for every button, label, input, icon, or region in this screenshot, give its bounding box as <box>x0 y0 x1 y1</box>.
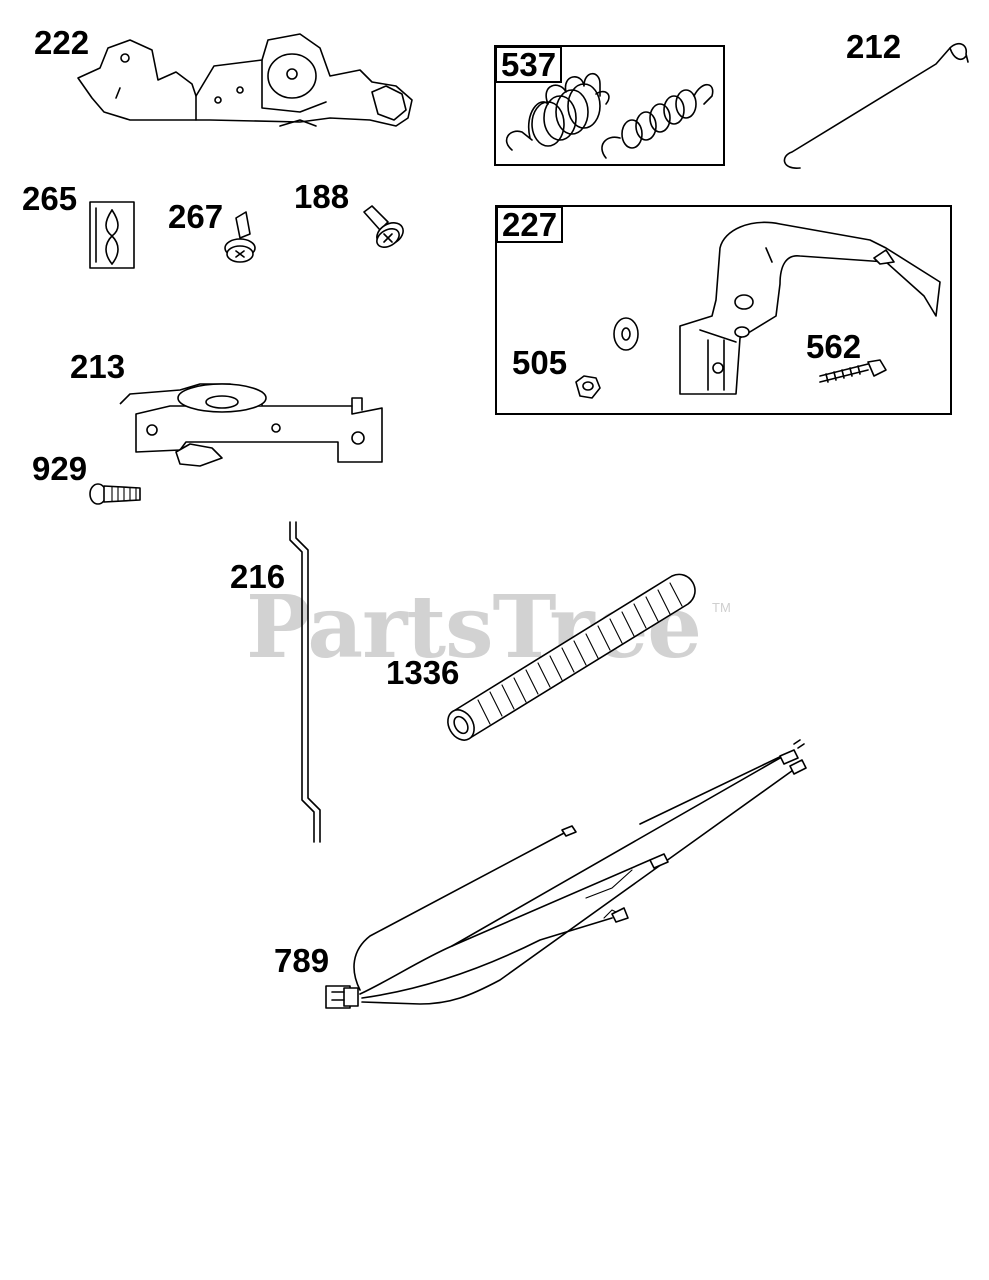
part-label-212: 212 <box>846 28 902 65</box>
part-label-265: 265 <box>22 180 78 217</box>
part-label-222: 222 <box>34 24 90 61</box>
part-188-drawing <box>363 205 404 248</box>
group-box-537 <box>494 45 725 166</box>
part-label-227: 227 <box>496 206 564 243</box>
part-537-drawing <box>505 72 714 159</box>
part-label-188: 188 <box>294 178 350 215</box>
part-label-789: 789 <box>274 942 330 979</box>
part-label-267: 267 <box>168 198 224 235</box>
part-label-1336: 1336 <box>386 654 460 691</box>
part-222-drawing <box>77 33 413 127</box>
part-1336-drawing <box>447 573 696 741</box>
part-227-drawing <box>575 221 941 399</box>
part-929-drawing <box>89 483 141 505</box>
part-213-drawing <box>119 383 383 467</box>
part-label-505: 505 <box>512 344 568 381</box>
group-box-227 <box>495 205 952 415</box>
watermark-trademark: TM <box>712 600 731 615</box>
part-216-drawing <box>289 521 321 843</box>
part-212-drawing <box>783 42 969 169</box>
part-label-537: 537 <box>495 46 563 83</box>
part-label-216: 216 <box>230 558 286 595</box>
part-label-562: 562 <box>806 328 862 365</box>
part-267-drawing <box>224 211 256 263</box>
part-265-drawing <box>89 201 135 269</box>
part-label-213: 213 <box>70 348 126 385</box>
part-789-drawing <box>325 739 807 1009</box>
part-label-929: 929 <box>32 450 88 487</box>
